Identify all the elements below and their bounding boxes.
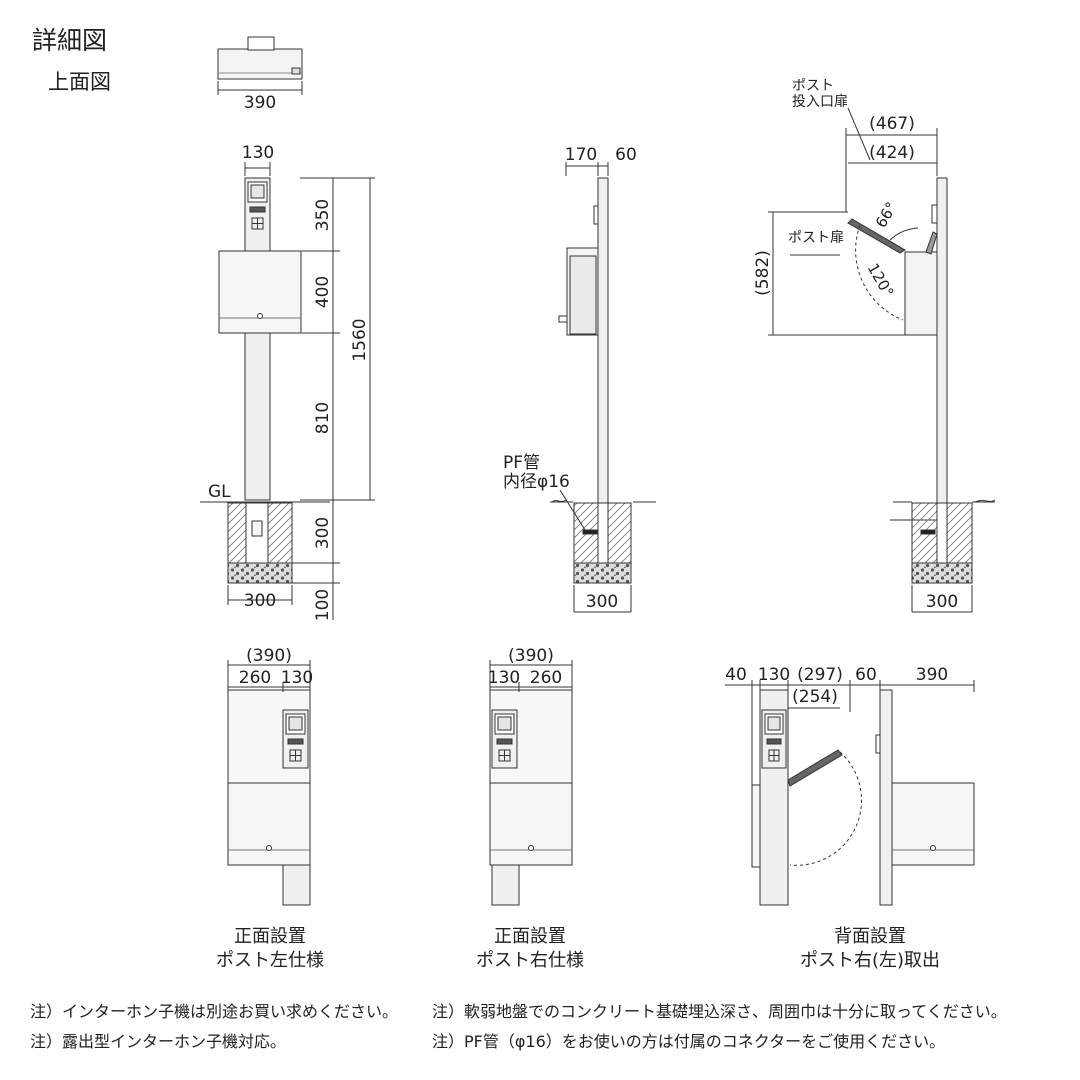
rear-view	[725, 680, 975, 906]
dim-side-post: 60	[615, 145, 637, 165]
angle-door: 120°	[864, 260, 898, 300]
rear-dim-390: 390	[916, 665, 948, 685]
dim-foundation-a: 300	[244, 591, 276, 611]
top-view-title: 上面図	[48, 70, 111, 94]
dim-open-outer: (467)	[869, 114, 915, 134]
fr-dim-total: (390)	[508, 646, 554, 666]
flap-label-2: 投入口扉	[792, 94, 848, 110]
dim-below-ground: 300	[313, 517, 333, 549]
dim-base: 100	[313, 589, 333, 621]
rear-caption-1: 背面設置	[834, 926, 906, 947]
dim-side-depth: 170	[565, 145, 597, 165]
fr-dim-part2: 260	[530, 668, 562, 688]
pf-label-1: PF管	[503, 453, 540, 473]
fl-dim-part2: 130	[281, 668, 313, 688]
front-right-caption-1: 正面設置	[494, 926, 566, 947]
rear-dim-130: 130	[758, 665, 790, 685]
dim-foundation-b: 300	[586, 592, 618, 612]
note-intercom: 注）インターホン子機は別途お買い求めください。	[30, 1002, 399, 1021]
front-left-caption: 正面設置 ポスト左仕様	[200, 925, 340, 974]
fl-dim-part1: 260	[239, 668, 271, 688]
rear-dim-60: 60	[855, 665, 877, 685]
front-elevation	[200, 162, 375, 620]
front-right-caption: 正面設置 ポスト右仕様	[455, 925, 605, 974]
fr-dim-part1: 130	[488, 668, 520, 688]
note-pf-pipe: 注）PF管（φ16）をお使いの方は付属のコネクターをご使用ください。	[432, 1032, 946, 1051]
drawing-title: 詳細図	[32, 26, 108, 55]
front-right-caption-2: ポスト右仕様	[476, 950, 584, 972]
dim-seg3: 810	[313, 402, 333, 434]
side-elevation	[550, 162, 656, 613]
rear-dim-254: (254)	[792, 687, 838, 707]
rear-caption: 背面設置 ポスト右(左)取出	[775, 925, 965, 974]
front-left-caption-2: ポスト左仕様	[216, 950, 324, 972]
door-open-elevation	[768, 107, 996, 613]
dim-total-height: 1560	[350, 318, 370, 361]
front-left-caption-1: 正面設置	[234, 926, 306, 947]
dim-seg2: 400	[313, 276, 333, 308]
dim-post-width: 130	[242, 143, 274, 163]
ground-level-label: GL	[208, 482, 231, 502]
rear-dim-297: (297)	[797, 665, 843, 685]
door-label: ポスト扉	[788, 230, 844, 246]
dim-open-height: (582)	[753, 250, 773, 296]
rear-caption-2: ポスト右(左)取出	[799, 950, 941, 972]
dim-top-width: 390	[244, 93, 276, 113]
top-view	[217, 36, 303, 95]
dim-open-inner: (424)	[869, 143, 915, 163]
pf-label-2: 内径φ16	[503, 472, 570, 492]
angle-flap: 66°	[872, 199, 901, 231]
note-exposed-intercom: 注）露出型インターホン子機対応。	[30, 1032, 287, 1051]
front-left-view	[227, 660, 311, 906]
note-soft-ground: 注）軟弱地盤でのコンクリート基礎埋込深さ、周囲巾は十分に取ってください。	[432, 1002, 1007, 1021]
flap-label-1: ポスト	[792, 78, 834, 94]
front-right-view	[489, 660, 573, 906]
dim-foundation-c: 300	[926, 592, 958, 612]
rear-dim-40: 40	[725, 665, 747, 685]
fl-dim-total: (390)	[246, 646, 292, 666]
dim-seg1: 350	[313, 199, 333, 231]
